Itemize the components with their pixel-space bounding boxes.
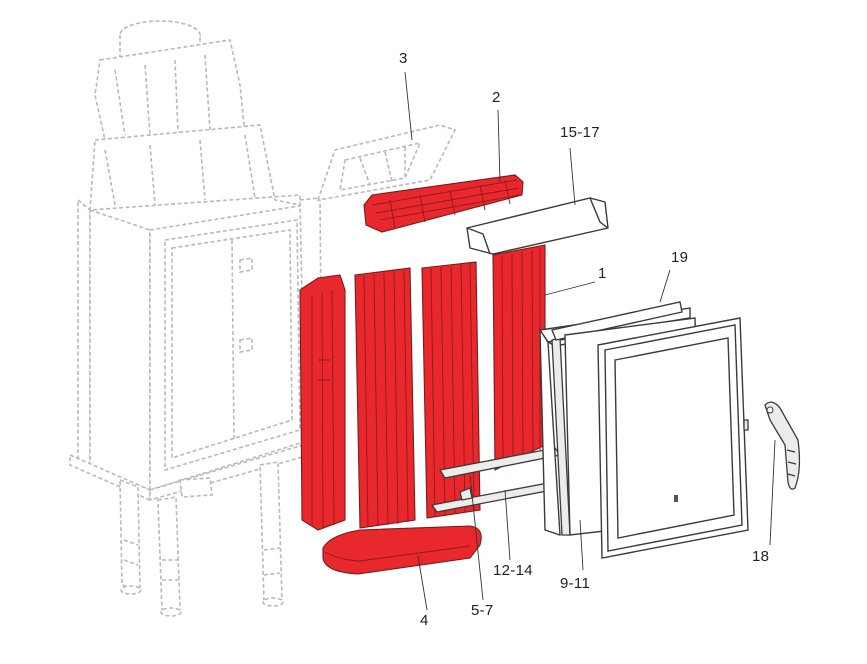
- part-19-gasket: [551, 301, 683, 341]
- part-back-brick-a: [354, 267, 416, 529]
- part-2-top-brick: [363, 174, 524, 233]
- outer-door: [597, 317, 749, 559]
- part-18-door-handle: [764, 401, 801, 490]
- callout-2: 2: [492, 89, 501, 106]
- part-3-baffle: [316, 124, 457, 202]
- part-left-side-brick: [299, 274, 346, 531]
- callout-15-17: 15-17: [560, 124, 600, 141]
- part-4-hearth-brick: [322, 525, 482, 575]
- leader-lines: [404, 71, 776, 611]
- callout-3: 3: [399, 50, 408, 67]
- callout-9-11: 9-11: [560, 575, 591, 592]
- callout-1: 1: [598, 265, 607, 282]
- part-back-brick-b: [421, 261, 481, 519]
- callout-18: 18: [752, 548, 770, 565]
- part-12-14-ash-bar: [430, 482, 554, 513]
- callout-12-14: 12-14: [493, 562, 533, 579]
- part-15-17-deflector: [466, 197, 609, 255]
- callout-19: 19: [671, 249, 689, 266]
- callout-5-7: 5-7: [471, 602, 494, 619]
- fireplace-body: [69, 20, 323, 617]
- callout-4: 4: [420, 612, 429, 629]
- part-1-right-brick: [492, 244, 546, 471]
